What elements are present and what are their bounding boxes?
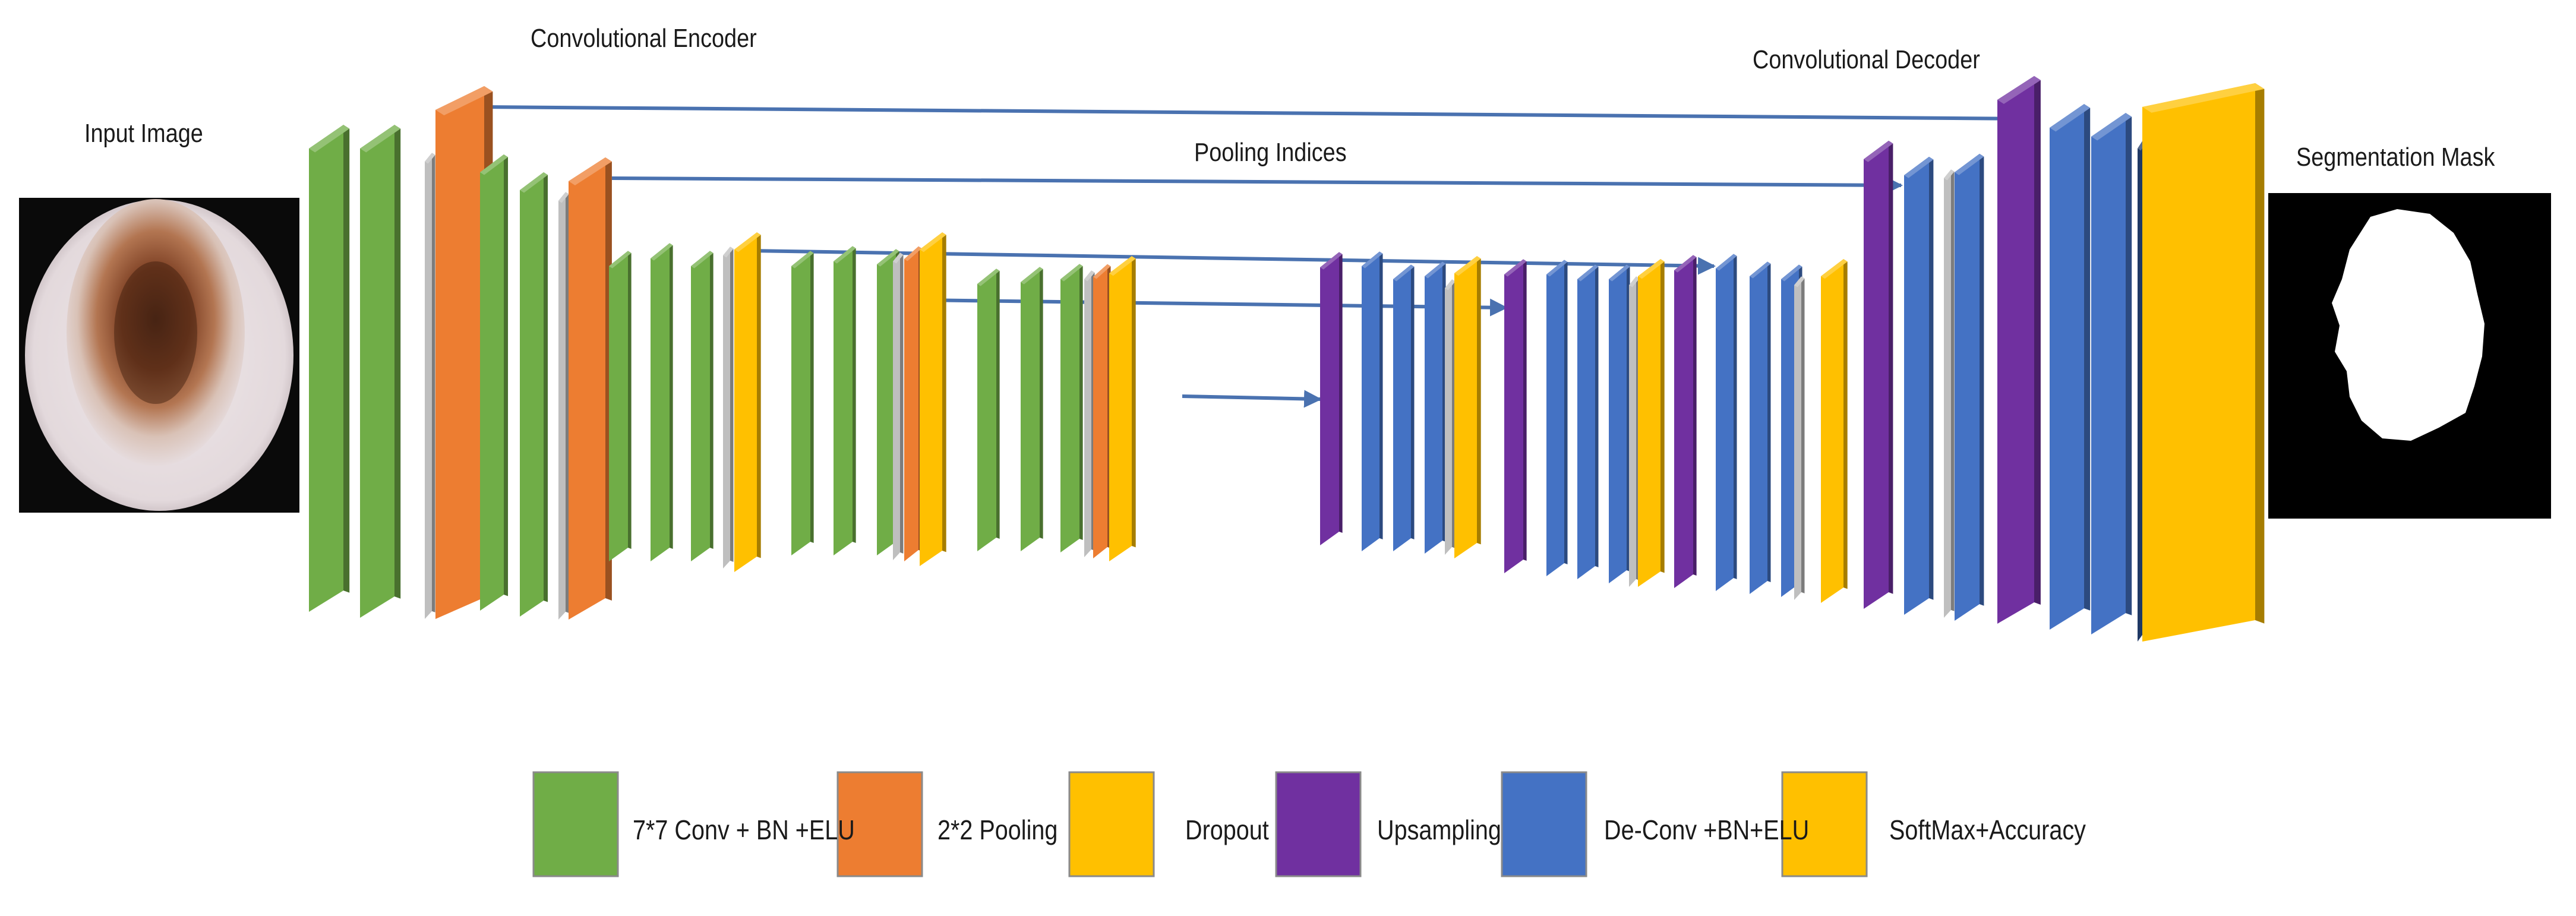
pooling-index-arrow-4: [1182, 390, 1322, 408]
layer-separator-16: [893, 252, 904, 560]
decoder-label: Convolutional Decoder: [1753, 45, 1980, 74]
layer-conv-19: [977, 269, 1000, 551]
layer-deconv-44: [1904, 156, 1934, 615]
layer-upsample-43: [1864, 140, 1893, 609]
layer-conv-20: [1021, 267, 1043, 551]
layer-deconv-34: [1609, 264, 1630, 583]
pooling-indices-label: Pooling Indices: [1194, 138, 1347, 167]
network-layers: [309, 76, 2265, 642]
layer-deconv-32: [1546, 260, 1568, 576]
pooling-index-arrow-1: [611, 176, 1903, 194]
legend-swatch-conv: [532, 771, 619, 877]
input-image-label: Input Image: [84, 119, 203, 148]
legend-label-conv: 7*7 Conv + BN +ELU: [633, 814, 855, 845]
layer-deconv-46: [1955, 153, 1984, 621]
layer-deconv-26: [1362, 251, 1383, 551]
layer-separator-41: [1794, 276, 1805, 600]
legend-swatch-deconv: [1501, 771, 1587, 877]
pooling-index-arrow-2: [749, 249, 1716, 275]
layer-upsample-25: [1320, 252, 1343, 545]
layer-dropout-36: [1638, 259, 1665, 587]
pooling-index-arrow-0: [482, 105, 2034, 128]
layer-conv-9: [651, 243, 673, 561]
layer-deconv-33: [1577, 264, 1599, 579]
legend-swatch-softmax: [1781, 771, 1868, 877]
input-image: [19, 198, 299, 513]
layer-separator-45: [1944, 169, 1955, 618]
layer-upsample-31: [1504, 259, 1527, 573]
layer-pool-23: [1093, 264, 1111, 558]
legend-swatch-pool: [836, 771, 923, 877]
layer-conv-14: [834, 246, 856, 555]
layer-deconv-49: [2091, 113, 2132, 635]
layer-dropout-42: [1821, 259, 1848, 604]
legend-swatch-upsample: [1275, 771, 1362, 877]
layer-separator-22: [1084, 270, 1095, 557]
legend-label-deconv: De-Conv +BN+ELU: [1604, 814, 1810, 845]
layer-conv-5: [520, 172, 548, 617]
layer-conv-13: [791, 251, 814, 555]
legend: [532, 771, 1868, 877]
legend-label-softmax: SoftMax+Accuracy: [1889, 814, 2086, 845]
layer-separator-11: [723, 247, 734, 568]
encoder-label: Convolutional Encoder: [531, 24, 757, 53]
legend-label-dropout: Dropout: [1185, 814, 1269, 845]
legend-label-pool: 2*2 Pooling: [937, 814, 1058, 845]
layer-conv-21: [1060, 264, 1083, 552]
layer-separator-29: [1445, 279, 1456, 555]
layer-dropout-12: [734, 232, 761, 573]
layer-separator-35: [1629, 276, 1640, 587]
legend-swatch-dropout: [1068, 771, 1155, 877]
legend-label-upsampling: Upsampling: [1377, 814, 1501, 845]
pooling-index-arrow-3: [919, 298, 1508, 317]
layer-separator-2: [425, 153, 435, 619]
layer-deconv-48: [2050, 104, 2091, 630]
segmentation-mask-label: Segmentation Mask: [2296, 143, 2495, 172]
layer-deconv-39: [1750, 261, 1771, 594]
layer-deconv-38: [1716, 254, 1737, 591]
layer-separator-6: [558, 192, 569, 620]
layer-conv-8: [609, 251, 632, 561]
layer-conv-0: [309, 125, 350, 612]
layer-pool-17: [904, 246, 922, 561]
layer-conv-4: [480, 154, 509, 611]
layer-dropout-30: [1454, 256, 1481, 558]
layer-dropout-24: [1109, 256, 1136, 562]
pooling-index-arrows: [482, 105, 2034, 408]
segmentation-mask-image: [2268, 193, 2551, 519]
layer-pool-7: [569, 157, 612, 620]
layer-conv-10: [691, 251, 714, 561]
layer-conv-1: [360, 125, 401, 618]
layer-deconv-28: [1425, 261, 1446, 554]
layer-dropout-18: [920, 232, 946, 567]
layer-softmax-51: [2142, 83, 2265, 642]
layer-deconv-27: [1393, 264, 1415, 551]
layer-upsample-37: [1674, 255, 1697, 588]
layer-upsample-47: [1997, 76, 2041, 624]
